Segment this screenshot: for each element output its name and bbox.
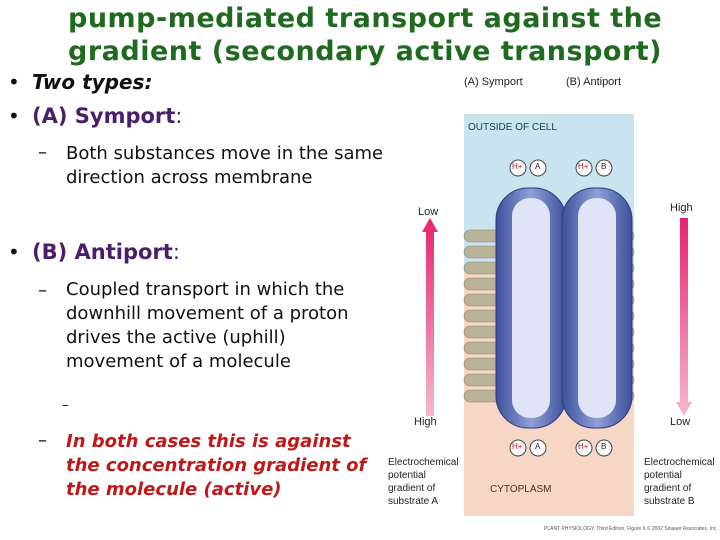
dash-marker: – (38, 142, 47, 163)
dash-marker: – (38, 280, 47, 301)
bullet-marker: • (8, 240, 20, 264)
transport-figure: (A) Symport (B) Antiport OUTSIDE OF CELL… (388, 70, 718, 538)
h-ion-bottom-b: H+ (578, 442, 589, 451)
ions-bottom (509, 439, 613, 457)
sub-b-top: B (601, 162, 607, 171)
figure-graphic (422, 114, 692, 516)
dash-marker: – (38, 430, 47, 451)
symport-label: (A) Symport (32, 104, 176, 128)
figure-label-a: (A) Symport (464, 76, 523, 88)
left-high-label: High (414, 416, 437, 428)
ions-top (509, 159, 613, 177)
bullet-marker: • (8, 104, 20, 128)
left-gradient-arrow (422, 218, 438, 416)
symport-carrier (495, 187, 567, 429)
empty-dash: – (62, 398, 69, 413)
h-ion-top-b: H+ (578, 162, 589, 171)
symport-colon: : (175, 104, 183, 128)
symport-heading: (A) Symport: (32, 104, 182, 128)
left-low-label: Low (418, 206, 439, 218)
outside-label: OUTSIDE OF CELL (468, 122, 557, 133)
sub-a-bottom: A (535, 442, 541, 451)
antiport-carrier (561, 187, 633, 429)
symport-description: Both substances move in the same directi… (66, 143, 384, 188)
figure-label-b: (B) Antiport (566, 76, 622, 88)
h-ion-bottom-a: H+ (512, 442, 523, 451)
right-high-label: High (670, 202, 693, 214)
sub-a-top: A (535, 162, 541, 171)
slide-title: pump-mediated transport against the grad… (68, 3, 663, 67)
h-ion-top-a: H+ (512, 162, 523, 171)
antiport-label: (B) Antiport (32, 240, 173, 264)
left-caption: Electrochemical potential gradient of su… (388, 457, 459, 507)
right-low-label: Low (670, 416, 691, 428)
right-gradient-arrow (676, 218, 692, 416)
antiport-description: Coupled transport in which the downhill … (66, 279, 349, 372)
sub-b-bottom: B (601, 442, 607, 451)
right-caption: Electrochemical potential gradient of su… (644, 457, 715, 507)
cytoplasm-label: CYTOPLASM (490, 484, 552, 495)
antiport-colon: : (172, 240, 180, 264)
antiport-heading: (B) Antiport: (32, 240, 180, 264)
bullet-marker: • (8, 70, 20, 94)
two-types-text: Two types: (32, 70, 153, 94)
note-text: In both cases this is against the concen… (66, 431, 367, 500)
figure-credit: PLANT PHYSIOLOGY, Third Edition, Figure … (544, 526, 718, 532)
